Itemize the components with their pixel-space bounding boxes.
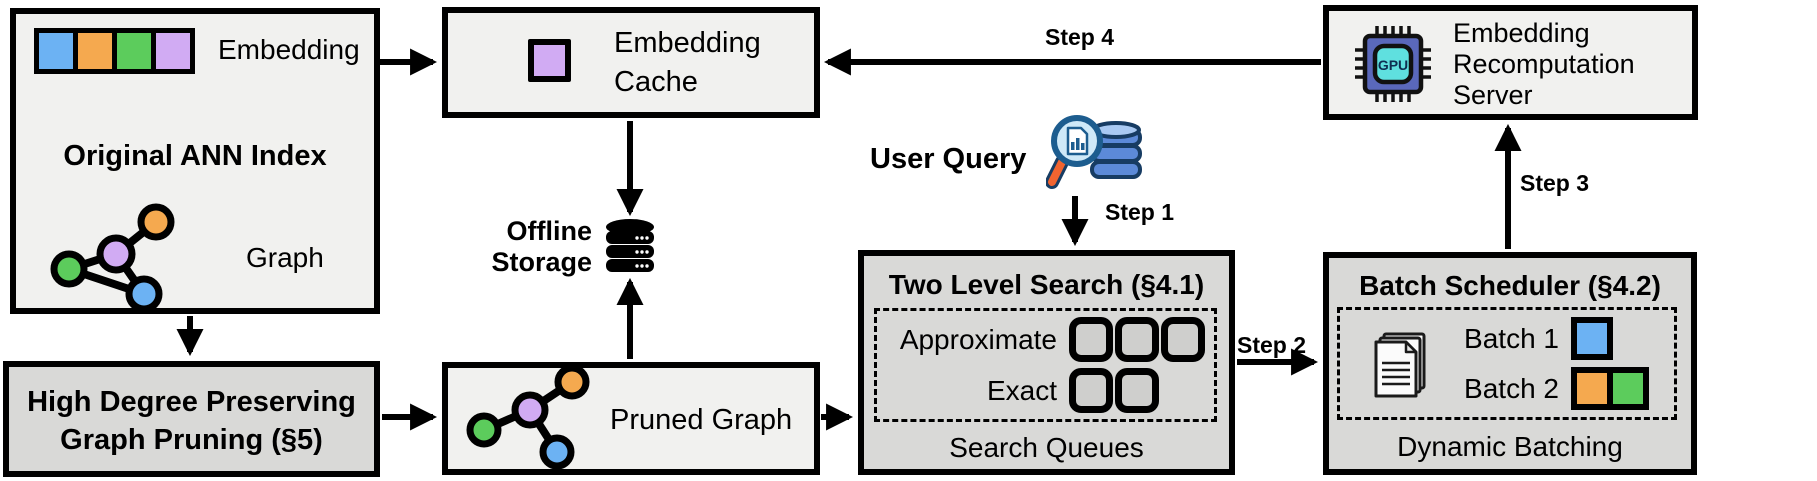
gpu-text: GPU [1378, 57, 1408, 73]
gpu-chip-icon: GPU [1355, 26, 1431, 102]
batch-2-slots [1571, 367, 1657, 410]
batch-2-label: Batch 2 [1464, 372, 1559, 404]
batch-1-slots [1571, 317, 1657, 360]
embedding-cell-purple [151, 28, 195, 74]
cached-embedding-icon [528, 39, 571, 82]
queue-slot [1069, 368, 1113, 413]
exact-label: Exact [986, 374, 1057, 406]
search-queues-caption: Search Queues [949, 432, 1144, 463]
graph-label: Graph [246, 242, 324, 273]
user-query-icon [1046, 115, 1142, 189]
graph-node-purple [96, 234, 136, 274]
queue-slot [1115, 368, 1159, 413]
embedding-label: Embedding [218, 34, 360, 65]
recomputation-server-label: Embedding Recomputation Server [1453, 18, 1635, 110]
magnifier-icon [1046, 115, 1103, 189]
pruned-graph-label: Pruned Graph [610, 404, 793, 436]
pruned-graph-icon [466, 368, 590, 469]
graph-pruning-title-line1: High Degree Preserving [27, 386, 356, 418]
dynamic-batching-region: Batch 1 Batch 2 [1337, 307, 1677, 420]
embedding-cell-green [112, 28, 156, 74]
pruned-node-blue [539, 434, 575, 469]
pruned-graph-box: Pruned Graph [442, 362, 820, 475]
batch-2-row: Batch 2 [1340, 367, 1657, 410]
documents-icon [1374, 332, 1426, 398]
queue-slot [1161, 317, 1205, 362]
search-queues-region: Approximate Exact [874, 308, 1217, 422]
original-ann-index-title: Original ANN Index [63, 140, 327, 172]
batch-slot-green [1607, 367, 1649, 410]
graph-node-orange [137, 203, 175, 241]
graph-node-green [50, 250, 88, 288]
two-level-search-title: Two Level Search (§4.1) [888, 269, 1205, 300]
embedding-cache-label: Embedding Cache [614, 27, 761, 98]
approximate-queue-row: Approximate [877, 317, 1205, 362]
pruned-node-orange [554, 368, 590, 400]
exact-queue-slots [1069, 368, 1205, 413]
graph-pruning-box: High Degree Preserving Graph Pruning (§5… [3, 361, 380, 477]
graph-icon [50, 203, 175, 313]
embedding-vector-icon [34, 28, 195, 74]
graph-node-blue [125, 275, 163, 313]
queue-slot [1115, 317, 1159, 362]
pruned-node-green [466, 412, 502, 448]
batch-1-row: Batch 1 [1340, 317, 1657, 360]
batch-scheduler-box: Batch Scheduler (§4.2) Batch 1 Batch 2 [1323, 252, 1697, 475]
graph-pruning-title-line2: Graph Pruning (§5) [60, 424, 323, 456]
approximate-queue-slots [1069, 317, 1205, 362]
embedding-cache-box: Embedding Cache [442, 7, 820, 118]
approximate-label: Approximate [899, 323, 1057, 355]
offline-storage-label: Offline Storage [491, 216, 592, 277]
exact-queue-row: Exact [877, 368, 1205, 413]
user-query-label: User Query [870, 143, 1027, 175]
dynamic-batching-caption: Dynamic Batching [1397, 431, 1623, 462]
embedding-cell-orange [73, 28, 117, 74]
step-1-label: Step 1 [1105, 199, 1175, 225]
step-2-label: Step 2 [1237, 332, 1307, 358]
recomputation-server-box: GPU Embedding Recomputation Server [1323, 5, 1698, 120]
offline-storage-database-icon [606, 219, 654, 272]
query-database-icon [1090, 121, 1142, 179]
embedding-cell-blue [34, 28, 78, 74]
batch-1-label: Batch 1 [1464, 322, 1559, 354]
step-4-label: Step 4 [1045, 24, 1115, 50]
pruned-node-purple [511, 391, 549, 429]
step-3-label: Step 3 [1520, 170, 1590, 196]
queue-slot [1069, 317, 1113, 362]
batch-scheduler-title: Batch Scheduler (§4.2) [1359, 270, 1661, 301]
original-ann-index-box: Embedding Original ANN Index Graph [10, 8, 380, 314]
batch-slot-blue [1571, 317, 1613, 360]
two-level-search-box: Two Level Search (§4.1) Approximate Exac… [858, 250, 1235, 475]
